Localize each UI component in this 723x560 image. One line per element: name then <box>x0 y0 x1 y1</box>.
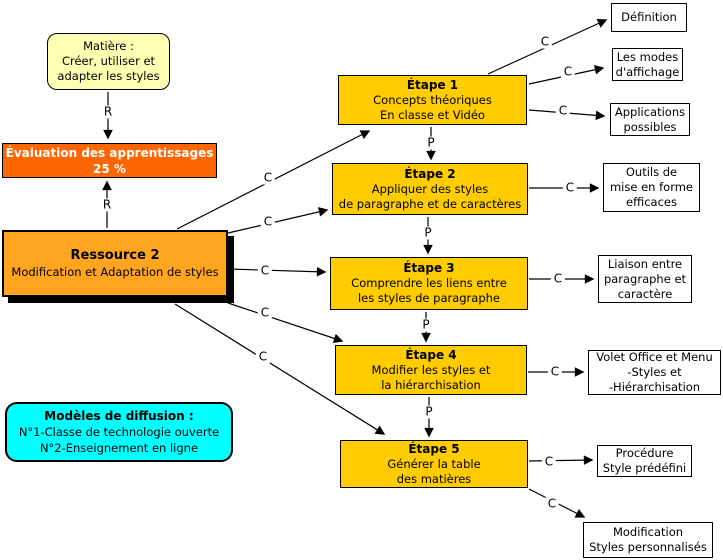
label-c-etape4: C <box>257 306 273 320</box>
label-c-etape5: C <box>255 350 271 364</box>
volet-line2: -Styles et <box>627 365 682 379</box>
modeles-line3: N°2-Enseignement en ligne <box>39 441 199 455</box>
etape-3-line3: les styles de paragraphe <box>357 291 501 305</box>
label-c-etape2: C <box>260 215 276 229</box>
etape-3-node: Étape 3 Comprendre les liens entre les s… <box>330 257 528 310</box>
procedure-node: Procédure Style prédéfini <box>597 445 692 477</box>
label-c-applications: C <box>555 104 571 118</box>
etape-4-title: Étape 4 <box>405 347 457 362</box>
label-r-matiere: R <box>100 105 116 119</box>
etape-5-line3: des matières <box>396 471 472 486</box>
connector-ressource-etape2 <box>227 207 329 234</box>
modification-line2: Styles personnalisés <box>589 540 707 554</box>
etape-1-line3: En classe et Vidéo <box>380 107 485 122</box>
ressource-subtitle: Modification et Adaptation de styles <box>11 264 219 279</box>
liaison-node: Liaison entre paragraphe et caractère <box>598 255 692 303</box>
modeles-title: Modèles de diffusion : <box>44 409 194 423</box>
label-c-volet: C <box>547 365 563 379</box>
liaison-line1: Liaison entre <box>607 256 683 271</box>
outils-line2: mise en forme <box>609 180 694 194</box>
etape-2-node: Étape 2 Appliquer des styles de paragrap… <box>332 163 528 215</box>
etape-2-line3: de paragraphe et de caractères <box>338 196 522 211</box>
modification-node: Modification Styles personnalisés <box>583 522 713 558</box>
modes-line2: d'affichage <box>615 64 680 79</box>
etape-1-node: Étape 1 Concepts théoriques En classe et… <box>338 75 527 125</box>
etape-3-line2: Comprendre les liens entre <box>351 276 507 290</box>
volet-line3: -Hiérarchisation <box>608 380 701 394</box>
modes-line1: Les modes <box>616 49 679 64</box>
label-c-modification: C <box>544 497 560 511</box>
liaison-line3: caractère <box>617 286 673 301</box>
modes-affichage-node: Les modes d'affichage <box>612 48 683 81</box>
label-p-1: P <box>424 136 438 150</box>
modeles-node: Modèles de diffusion : N°1-Classe de tec… <box>5 402 233 462</box>
etape-5-title: Étape 5 <box>408 441 460 456</box>
outils-line3: efficaces <box>626 195 677 209</box>
label-c-etape1: C <box>260 171 276 185</box>
liaison-line2: paragraphe et <box>603 271 687 286</box>
volet-office-node: Volet Office et Menu -Styles et -Hiérarc… <box>588 350 721 395</box>
modification-line1: Modification <box>612 525 684 539</box>
matiere-line1: Matière : <box>83 39 134 53</box>
applications-node: Applications possibles <box>610 103 690 136</box>
procedure-line1: Procédure <box>615 446 674 460</box>
connector-ressource-etape4 <box>227 302 344 343</box>
etape-4-node: Étape 4 Modifier les styles et la hiérar… <box>335 345 527 395</box>
label-r-ressource: R <box>99 198 115 212</box>
label-c-etape3: C <box>257 264 273 278</box>
applications-line2: possibles <box>623 119 677 134</box>
label-c-liaison: C <box>550 272 566 286</box>
etape-2-title: Étape 2 <box>404 166 456 181</box>
ressource-title: Ressource 2 <box>70 247 160 263</box>
modeles-line2: N°1-Classe de technologie ouverte <box>18 425 220 439</box>
applications-line1: Applications <box>614 104 686 119</box>
etape-4-line2: Modifier les styles et <box>371 362 491 377</box>
label-p-3: P <box>419 318 433 332</box>
label-p-2: P <box>421 226 435 240</box>
outils-node: Outils de mise en forme efficaces <box>603 163 700 212</box>
procedure-line2: Style prédéfini <box>602 461 687 475</box>
evaluation-line1: Évaluation des apprentissages <box>5 145 214 160</box>
definition-node: Définition <box>611 3 687 32</box>
volet-line1: Volet Office et Menu <box>596 350 713 364</box>
etape-4-line3: la hiérarchisation <box>381 377 481 392</box>
evaluation-node: Évaluation des apprentissages 25 % <box>2 143 217 178</box>
etape-3-title: Étape 3 <box>403 261 455 275</box>
matiere-line2: Créer, utiliser et <box>61 54 156 68</box>
etape-2-line2: Appliquer des styles <box>371 181 489 196</box>
definition-line1: Définition <box>621 10 677 24</box>
etape-5-line2: Générer la table <box>387 456 481 471</box>
matiere-node: Matière : Créer, utiliser et adapter les… <box>47 33 170 90</box>
etape-1-line2: Concepts théoriques <box>373 92 492 107</box>
etape-1-title: Étape 1 <box>406 77 459 92</box>
evaluation-line2: 25 % <box>93 161 126 176</box>
label-c-procedure: C <box>541 455 557 469</box>
connector-etape5-procedure <box>528 455 594 465</box>
label-p-4: P <box>422 405 436 419</box>
label-c-outils: C <box>562 181 578 195</box>
connector-ressource-etape3 <box>227 266 327 277</box>
label-c-modes: C <box>560 65 576 79</box>
matiere-line3: adapter les styles <box>57 69 160 83</box>
label-c-definition: C <box>537 35 553 49</box>
outils-line1: Outils de <box>625 165 678 179</box>
ressource-node: Ressource 2 Modification et Adaptation d… <box>2 230 228 297</box>
connector-ressource-etape5 <box>174 303 386 435</box>
etape-5-node: Étape 5 Générer la table des matières <box>340 440 528 488</box>
